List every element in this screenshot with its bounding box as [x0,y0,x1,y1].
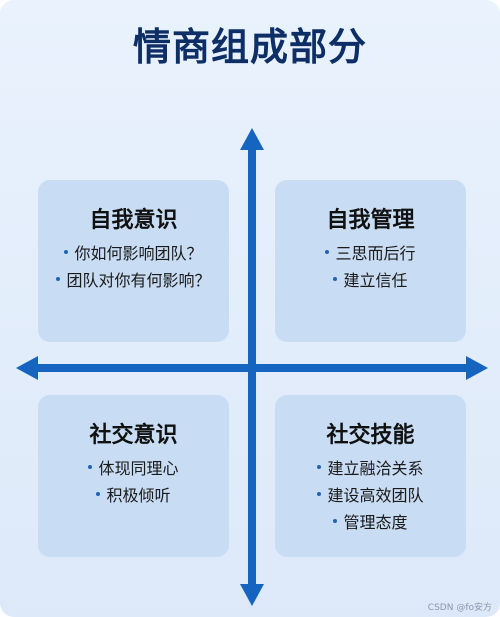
list-item-text: 三思而后行 [335,243,416,263]
list-item-text: 体现同理心 [98,458,179,478]
list-item: 建立融洽关系 [275,453,466,480]
list-item: 体现同理心 [38,453,229,480]
watermark: CSDN @fo安方 [427,603,492,613]
quadrant-item-list: 你如何影响团队？ 团队对你有何影响？ [38,238,229,292]
quadrant-social-awareness: 社交意识 体现同理心 积极倾听 [38,395,229,557]
quadrant-title: 社交技能 [326,423,415,448]
bullet-dot [317,491,322,496]
arrow-right-icon [466,356,488,380]
quadrant-title: 自我意识 [89,208,178,233]
list-item-text: 你如何影响团队？ [74,243,203,263]
quadrant-title: 自我管理 [326,208,415,233]
list-item-text: 建立信任 [343,270,408,290]
bullet-dot [333,276,338,281]
bullet-dot [96,491,101,496]
bullet-dot [333,518,338,523]
quadrant-title: 社交意识 [89,423,178,448]
bullet-dot [64,249,69,254]
diagram-title: 情商组成部分 [132,25,367,69]
arrow-up-icon [240,128,264,150]
horizontal-axis [36,364,468,372]
bullet-dot [56,276,61,281]
list-item-text: 管理态度 [343,512,408,532]
list-item-text: 团队对你有何影响？ [66,270,211,290]
list-item: 三思而后行 [275,238,466,265]
list-item-text: 建立融洽关系 [327,458,424,478]
arrow-left-icon [16,356,38,380]
list-item: 你如何影响团队？ [38,238,229,265]
arrow-down-icon [240,584,264,606]
list-item: 团队对你有何影响？ [38,265,229,292]
quadrant-item-list: 体现同理心 积极倾听 [38,453,229,507]
list-item: 建设高效团队 [275,480,466,507]
bullet-dot [325,249,330,254]
quadrant-item-list: 三思而后行 建立信任 [275,238,466,292]
list-item: 管理态度 [275,507,466,534]
quadrant-self-management: 自我管理 三思而后行 建立信任 [275,180,466,342]
bullet-dot [88,464,93,469]
quadrant-self-awareness: 自我意识 你如何影响团队？ 团队对你有何影响？ [38,180,229,342]
quadrant-item-list: 建立融洽关系 建设高效团队 管理态度 [275,453,466,534]
list-item: 积极倾听 [38,480,229,507]
quadrant-social-skills: 社交技能 建立融洽关系 建设高效团队 管理态度 [275,395,466,557]
bullet-dot [317,464,322,469]
list-item: 建立信任 [275,265,466,292]
list-item-text: 积极倾听 [106,485,171,505]
list-item-text: 建设高效团队 [327,485,424,505]
